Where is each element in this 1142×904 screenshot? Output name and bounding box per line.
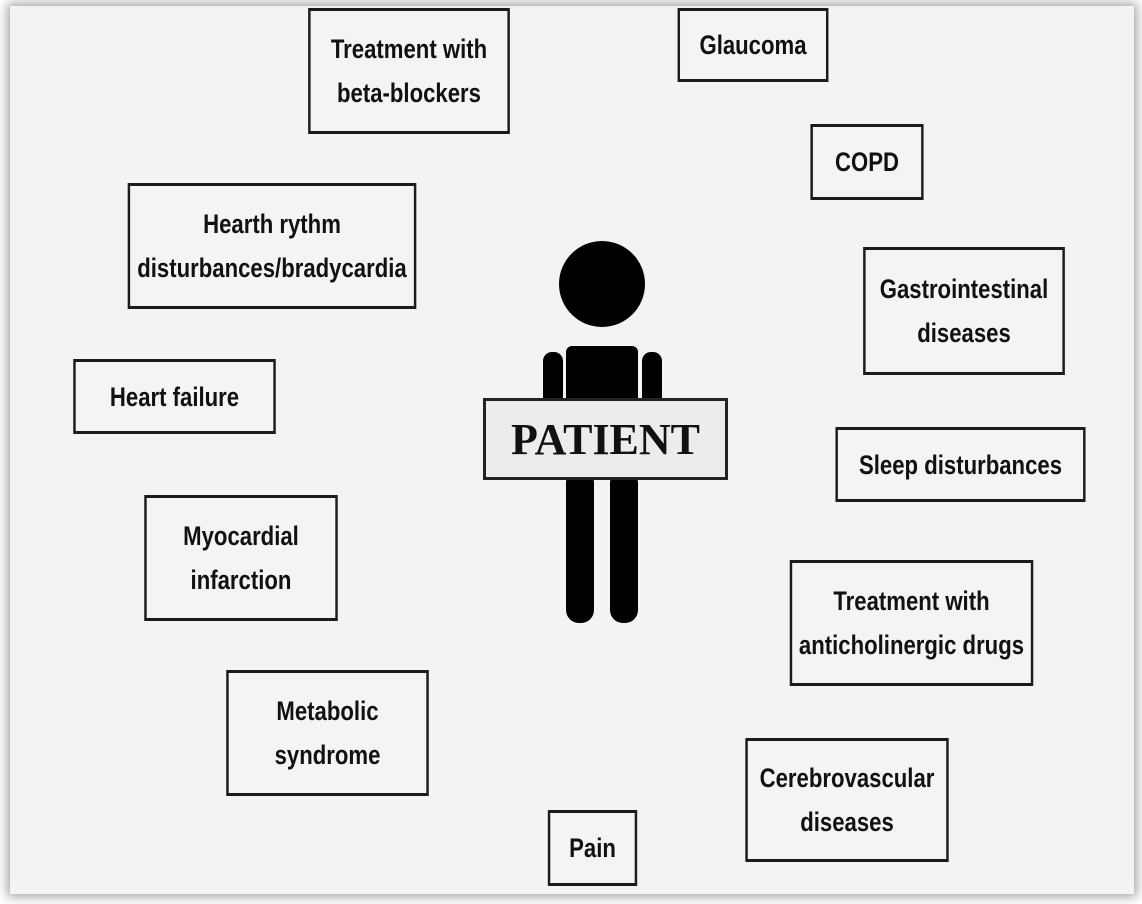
factor-copd: COPD <box>810 124 924 200</box>
factor-treatment-anticholinergic: Treatment with anticholinergic drugs <box>789 560 1034 686</box>
factor-treatment-beta-blockers: Treatment with beta-blockers <box>308 8 510 134</box>
factor-cerebrovascular: Cerebrovascular diseases <box>745 738 949 862</box>
factor-heart-failure: Heart failure <box>73 359 276 434</box>
patient-label: PATIENT <box>483 398 728 480</box>
factor-hearth-rythm: Hearth rythm disturbances/bradycardia <box>127 183 417 309</box>
factor-metabolic-syndrome: Metabolic syndrome <box>226 670 429 796</box>
factor-glaucoma: Glaucoma <box>677 8 829 82</box>
factor-myocardial-infarction: Myocardial infarction <box>144 495 338 621</box>
factor-gastrointestinal: Gastrointestinal diseases <box>863 247 1065 375</box>
factor-pain: Pain <box>547 810 638 886</box>
factor-sleep-disturbances: Sleep disturbances <box>835 427 1086 502</box>
